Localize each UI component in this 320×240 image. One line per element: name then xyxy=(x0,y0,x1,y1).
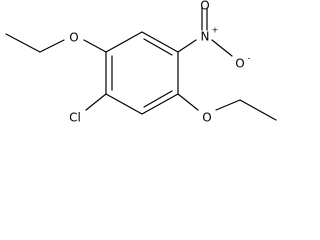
atom-o-nitro-top: O xyxy=(200,0,209,13)
bond-ring-cl xyxy=(85,93,107,111)
ring-bond-6 xyxy=(105,31,143,53)
ring-double-bond-1 xyxy=(143,38,173,56)
atom-o-top: O xyxy=(69,31,78,45)
atom-o-nitro: O xyxy=(235,57,244,71)
ethoxy-group-top: O xyxy=(5,31,107,53)
structure-diagram: O O N + O - Cl O xyxy=(5,0,277,125)
ring-bond-1 xyxy=(141,31,179,53)
atom-cl: Cl xyxy=(69,111,81,125)
ethoxy-group-bottom: O xyxy=(177,93,277,125)
ring-bond-4 xyxy=(105,93,143,115)
atom-o-bottom: O xyxy=(202,111,211,125)
chloro-group: Cl xyxy=(69,93,107,125)
bond-o-ch2-bottom xyxy=(215,99,241,111)
ring-double-bond-2 xyxy=(143,90,173,108)
bond-ring-n xyxy=(177,39,197,53)
bond-ring-o-top xyxy=(83,39,107,53)
benzene-ring xyxy=(105,31,179,115)
bond-ch2-ch3-top xyxy=(5,33,41,53)
bond-ch2-ch3-bottom xyxy=(239,99,277,121)
bond-o-ch2-top xyxy=(39,39,65,53)
charge-o-minus: - xyxy=(248,54,251,63)
charge-n-plus: + xyxy=(212,26,219,35)
bond-ring-o-bottom xyxy=(177,93,199,111)
nitro-group: O N + O - xyxy=(177,0,251,71)
atom-n-nitro: N xyxy=(201,30,210,44)
bond-n-o-single xyxy=(211,39,233,57)
ring-bond-3 xyxy=(141,93,179,115)
